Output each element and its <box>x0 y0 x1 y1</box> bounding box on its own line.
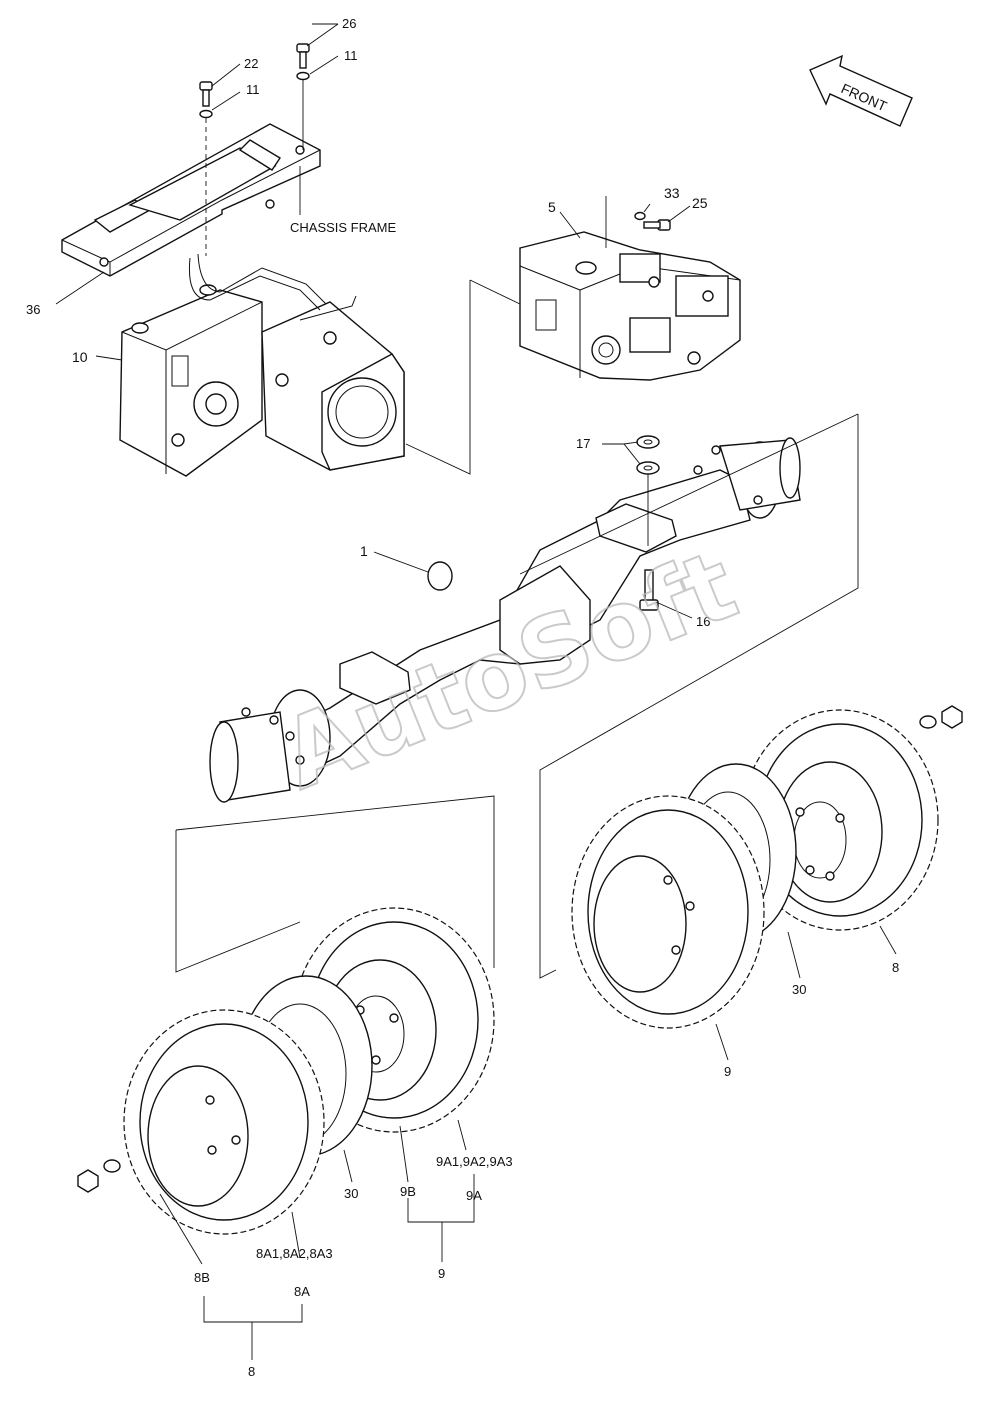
washer-11-left <box>199 109 213 119</box>
wheel-8-left <box>123 1009 325 1235</box>
washer-33 <box>634 211 646 221</box>
front-arrow: FRONT <box>809 54 913 127</box>
washer-11-top <box>296 71 310 81</box>
leader-lines <box>55 23 897 1360</box>
label-1: 1 <box>360 543 368 559</box>
label-11-top: 11 <box>344 48 358 63</box>
washer-17-lower <box>636 461 660 475</box>
bolt-25 <box>643 219 671 231</box>
label-26: 26 <box>342 16 356 31</box>
label-8A-group: 8A1,8A2,8A3 <box>256 1246 333 1261</box>
label-9-bottom: 9 <box>438 1266 445 1281</box>
label-9B: 9B <box>400 1184 416 1199</box>
bolt-16 <box>639 569 659 611</box>
bolt-22 <box>199 81 213 107</box>
bolt-26 <box>296 43 310 69</box>
label-30-right: 30 <box>792 982 806 997</box>
label-16: 16 <box>696 614 710 629</box>
label-22: 22 <box>244 56 258 71</box>
label-8A: 8A <box>294 1284 310 1299</box>
label-10: 10 <box>72 349 88 365</box>
label-17: 17 <box>576 436 590 451</box>
wheel-9-right <box>571 795 765 1029</box>
hydraulic-motor <box>519 196 741 381</box>
washer-17-upper <box>636 435 660 449</box>
label-chassis-frame: CHASSIS FRAME <box>290 220 397 235</box>
label-8B: 8B <box>194 1270 210 1285</box>
label-36: 36 <box>26 302 40 317</box>
label-8-bottom: 8 <box>248 1364 255 1379</box>
label-25: 25 <box>692 195 708 211</box>
label-9A-group: 9A1,9A2,9A3 <box>436 1154 513 1169</box>
label-11-left: 11 <box>246 82 260 97</box>
label-9-right: 9 <box>724 1064 731 1079</box>
label-5: 5 <box>548 199 556 215</box>
label-33: 33 <box>664 185 680 201</box>
label-9A: 9A <box>466 1188 482 1203</box>
assembly-box-lines <box>175 279 859 979</box>
axle-assembly <box>209 437 801 803</box>
wheel-8-right <box>741 709 939 931</box>
transfer-gearbox <box>119 253 405 477</box>
label-8-right: 8 <box>892 960 899 975</box>
nut-washer-right <box>919 705 963 729</box>
nut-washer-left <box>77 1159 121 1193</box>
label-30-left: 30 <box>344 1186 358 1201</box>
chassis-bracket <box>61 80 321 277</box>
